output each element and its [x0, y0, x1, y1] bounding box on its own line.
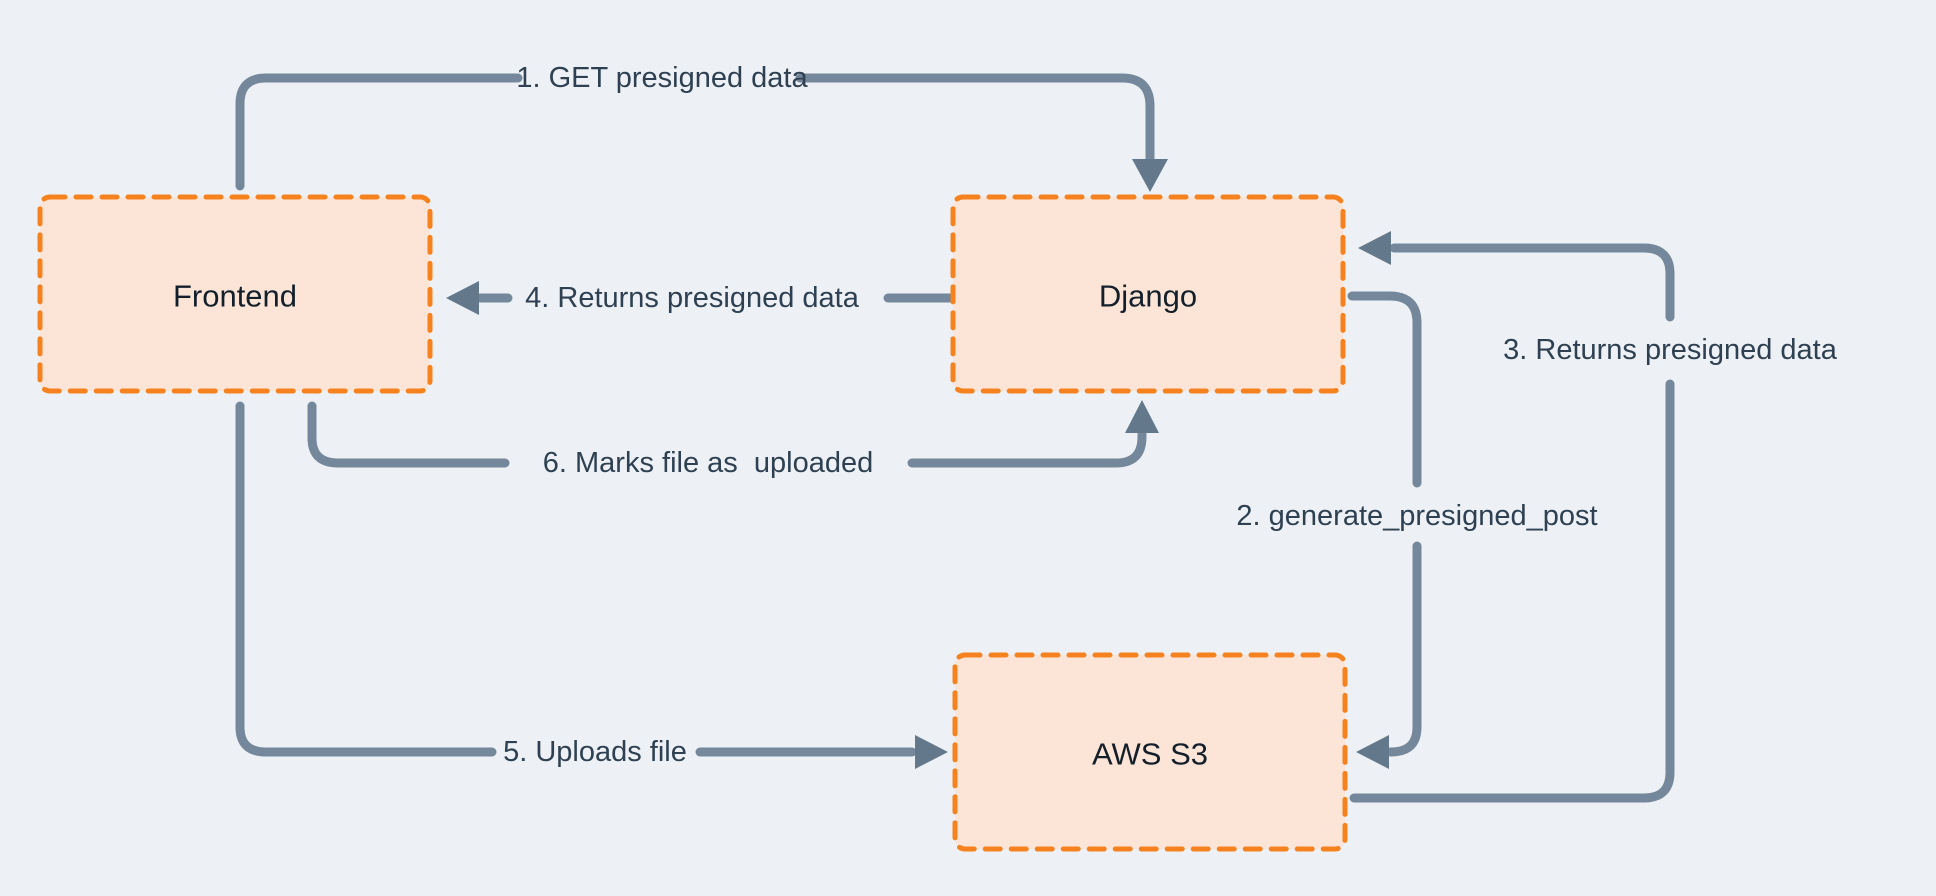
- edge-2-segment: [1385, 541, 1422, 757]
- edge-3-segment: [1349, 379, 1675, 803]
- arrowhead-left-icon: [1358, 231, 1391, 265]
- arrowhead-left-icon: [446, 281, 479, 315]
- arrowhead-down-icon: [1132, 159, 1168, 192]
- edge-1-segment: [795, 73, 1155, 165]
- django-label: Django: [1099, 279, 1197, 314]
- edge-1-segment: [235, 73, 523, 191]
- node-aws-s3: AWS S3: [952, 652, 1348, 852]
- edge-5-segment: [235, 401, 497, 757]
- edge-1-label: 1. GET presigned data: [516, 62, 808, 94]
- edge-3-label: 3. Returns presigned data: [1503, 334, 1838, 366]
- edge-frontend-to-django-get: 1. GET presigned data: [235, 62, 1168, 192]
- aws-s3-box: [952, 652, 1348, 852]
- arrowhead-up-icon: [1125, 400, 1159, 433]
- edge-frontend-to-s3-uploads: 5. Uploads file: [235, 401, 948, 769]
- edge-s3-to-django-returns: 3. Returns presigned data: [1349, 231, 1838, 803]
- arrowhead-left-icon: [1356, 735, 1389, 769]
- edge-4-label: 4. Returns presigned data: [525, 282, 860, 314]
- edge-6-label: 6. Marks file as uploaded: [543, 447, 873, 479]
- edge-6-segment: [907, 429, 1147, 468]
- edge-2-label: 2. generate_presigned_post: [1236, 500, 1597, 532]
- frontend-label: Frontend: [173, 279, 297, 314]
- aws-s3-label: AWS S3: [1092, 737, 1208, 772]
- edge-6-segment: [307, 401, 510, 468]
- edge-frontend-to-django-marks: 6. Marks file as uploaded: [307, 400, 1159, 479]
- arrowhead-right-icon: [915, 735, 948, 769]
- edge-django-to-frontend-returns: 4. Returns presigned data: [446, 281, 955, 315]
- node-frontend: Frontend: [37, 194, 433, 394]
- edge-5-label: 5. Uploads file: [503, 736, 687, 768]
- node-django: Django: [950, 194, 1346, 394]
- edge-django-to-s3-generate: 2. generate_presigned_post: [1236, 291, 1598, 769]
- edge-2-segment: [1347, 291, 1422, 488]
- frontend-box: [37, 194, 433, 394]
- django-box: [950, 194, 1346, 394]
- edge-3-segment: [1389, 243, 1675, 322]
